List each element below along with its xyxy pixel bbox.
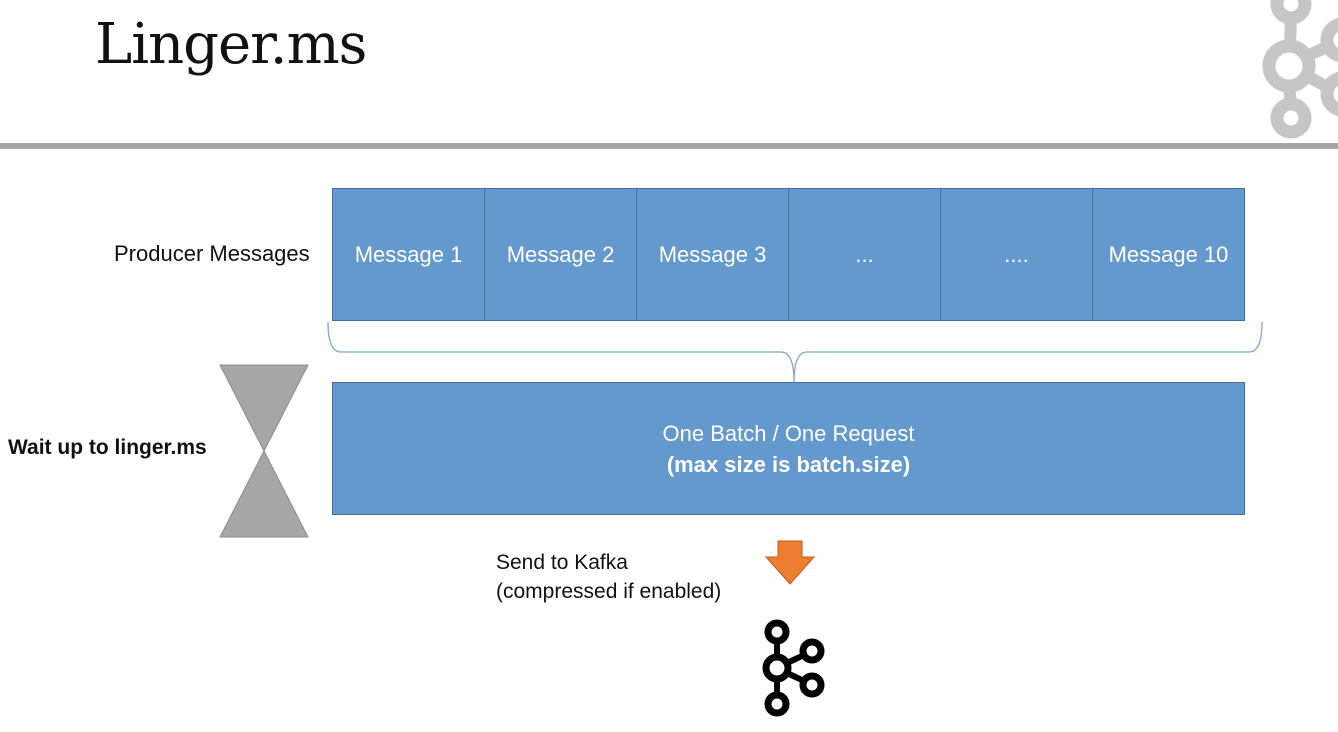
message-box: Message 3 bbox=[636, 188, 789, 321]
batch-box: One Batch / One Request (max size is bat… bbox=[332, 382, 1245, 515]
message-row: Message 1 Message 2 Message 3 ... .... M… bbox=[332, 188, 1245, 321]
wait-linger-label: Wait up to linger.ms bbox=[8, 436, 207, 459]
message-box: .... bbox=[940, 188, 1093, 321]
message-box: Message 10 bbox=[1092, 188, 1245, 321]
title-divider bbox=[0, 143, 1338, 149]
message-box: Message 2 bbox=[484, 188, 637, 321]
message-box: ... bbox=[788, 188, 941, 321]
compression-line: (compressed if enabled) bbox=[496, 580, 722, 603]
kafka-logo-icon bbox=[1262, 0, 1338, 139]
send-line: Send to Kafka bbox=[496, 551, 628, 574]
hourglass-icon bbox=[219, 364, 309, 538]
batch-max-size: (max size is batch.size) bbox=[666, 451, 911, 477]
grouping-brace bbox=[327, 322, 1263, 383]
message-box: Message 1 bbox=[332, 188, 485, 321]
kafka-logo-icon bbox=[762, 619, 825, 717]
producer-messages-label: Producer Messages bbox=[114, 241, 310, 266]
send-to-kafka-label: Send to Kafka (compressed if enabled) bbox=[496, 548, 721, 606]
down-arrow-icon bbox=[765, 540, 815, 585]
slide-title: Linger.ms bbox=[95, 12, 367, 77]
batch-title: One Batch / One Request bbox=[662, 420, 915, 446]
